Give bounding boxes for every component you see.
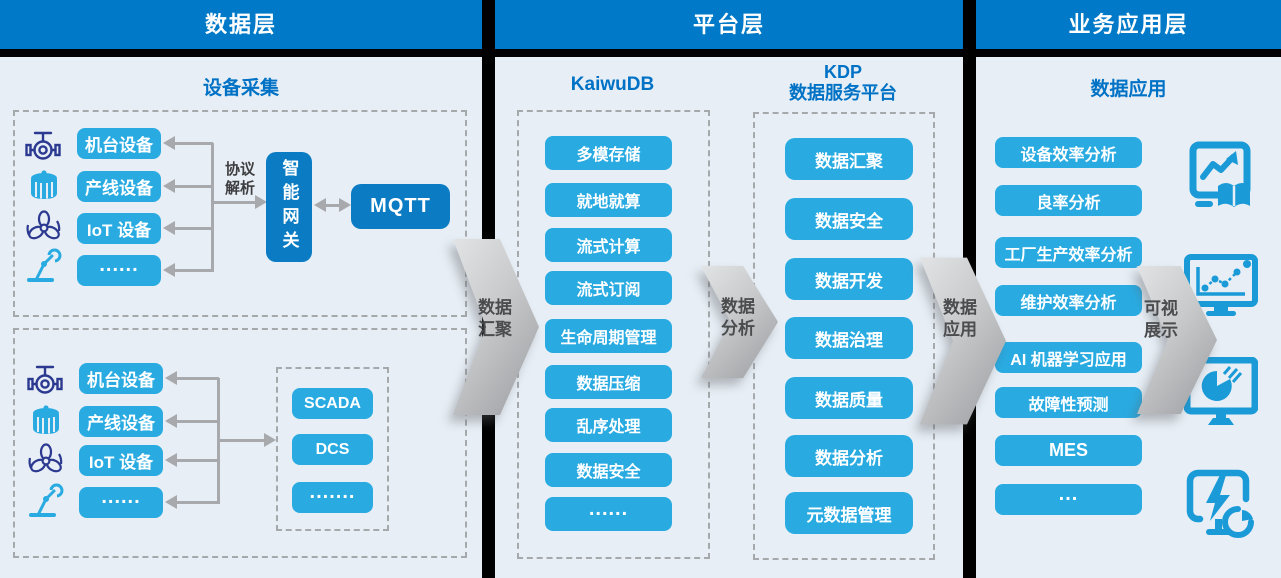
arrowhead <box>264 433 276 447</box>
flow-arrow-data-aggregation <box>453 239 539 415</box>
kdp-item: 数据汇聚 <box>785 138 913 180</box>
device-box-more: ...... <box>79 486 163 518</box>
kdp-item: 数据分析 <box>785 435 913 477</box>
header-app-layer: 业务应用层 <box>976 0 1281 49</box>
app-box-more: ... <box>995 483 1142 515</box>
kaiwudb-item: 流式订阅 <box>545 271 672 305</box>
connector-line <box>219 439 264 442</box>
motor-icon <box>33 405 59 434</box>
kdp-item: 数据质量 <box>785 377 913 419</box>
app-box: MES <box>995 435 1142 466</box>
app-box: 故障性预测 <box>995 387 1142 418</box>
system-box: DCS <box>292 434 373 465</box>
arrowhead <box>163 136 175 150</box>
divider-horizontal <box>0 49 1281 57</box>
fan-icon <box>26 210 61 240</box>
device-box: 机台设备 <box>77 128 161 159</box>
kdp-item: 数据开发 <box>785 258 913 300</box>
kaiwudb-item: 数据压缩 <box>545 365 672 399</box>
arrowhead <box>165 495 177 509</box>
kaiwudb-item: 就地就算 <box>545 183 672 217</box>
monitor-book-chart-icon <box>1189 141 1251 207</box>
protocol-parse-label: 协议 解析 <box>224 161 255 197</box>
kaiwudb-item-more: ...... <box>545 497 672 531</box>
flow-label-data-aggregation: 数据汇聚 <box>478 298 512 339</box>
app-box: 维护效率分析 <box>995 285 1142 316</box>
flow-arrow-data-application <box>920 257 1006 425</box>
arrowhead <box>165 371 177 385</box>
app-box: AI 机器学习应用 <box>995 342 1142 373</box>
arrowhead <box>165 453 177 467</box>
arrowhead <box>314 198 326 212</box>
device-box: 机台设备 <box>79 363 163 394</box>
subtitle-device-collection: 设备采集 <box>202 78 279 99</box>
system-box-more: ....... <box>292 481 373 513</box>
arrowhead <box>255 195 267 209</box>
kaiwudb-item: 多模存储 <box>545 136 672 170</box>
kaiwudb-item: 数据安全 <box>545 453 672 487</box>
fan-icon <box>28 443 63 473</box>
device-box: IoT 设备 <box>77 213 161 244</box>
monitor-energy-icon <box>1186 469 1254 538</box>
connector-line <box>217 378 220 504</box>
flow-label-data-analysis: 数据分析 <box>721 297 755 338</box>
smart-gateway-box: 智能网关 <box>266 152 312 262</box>
app-box: 良率分析 <box>995 185 1142 216</box>
connector-line <box>213 201 255 204</box>
flow-arrow-data-analysis <box>701 265 778 379</box>
app-box: 工厂生产效率分析 <box>995 237 1142 268</box>
kaiwudb-item: 生命周期管理 <box>545 319 672 353</box>
device-box: 产线设备 <box>77 171 161 202</box>
subtitle-kdp: KDP 数据服务平台 <box>789 62 897 103</box>
header-data-layer: 数据层 <box>0 0 482 49</box>
motor-icon <box>31 170 57 199</box>
arrowhead <box>163 263 175 277</box>
kdp-item: 元数据管理 <box>785 492 913 534</box>
subtitle-kaiwudb: KaiwuDB <box>570 74 655 95</box>
arrowhead <box>165 414 177 428</box>
device-group1-frame <box>13 110 467 317</box>
device-group2-frame <box>13 328 467 558</box>
kdp-item: 数据安全 <box>785 198 913 240</box>
scada-frame <box>276 367 389 531</box>
valve-icon <box>25 131 61 160</box>
flow-label-data-application: 数据应用 <box>943 298 977 339</box>
kaiwudb-item: 流式计算 <box>545 228 672 262</box>
kdp-item: 数据治理 <box>785 317 913 359</box>
device-box-more: ...... <box>77 254 161 286</box>
arrowhead <box>163 221 175 235</box>
connector-line <box>324 204 340 207</box>
robot-arm-icon <box>29 483 64 517</box>
flow-arrow-visual-display <box>1137 266 1217 414</box>
connector-line <box>211 143 214 272</box>
mqtt-box: MQTT <box>351 184 450 229</box>
kaiwudb-item: 乱序处理 <box>545 408 672 442</box>
device-box: 产线设备 <box>79 406 163 437</box>
header-platform-layer: 平台层 <box>495 0 963 49</box>
subtitle-data-apps: 数据应用 <box>1090 79 1167 100</box>
flow-label-visual-display: 可视展示 <box>1144 299 1178 340</box>
arrowhead <box>163 179 175 193</box>
valve-icon <box>27 365 63 394</box>
system-box: SCADA <box>292 388 373 419</box>
arrowhead <box>339 198 351 212</box>
app-box: 设备效率分析 <box>995 137 1142 168</box>
device-box: IoT 设备 <box>79 445 163 476</box>
robot-arm-icon <box>27 248 62 282</box>
